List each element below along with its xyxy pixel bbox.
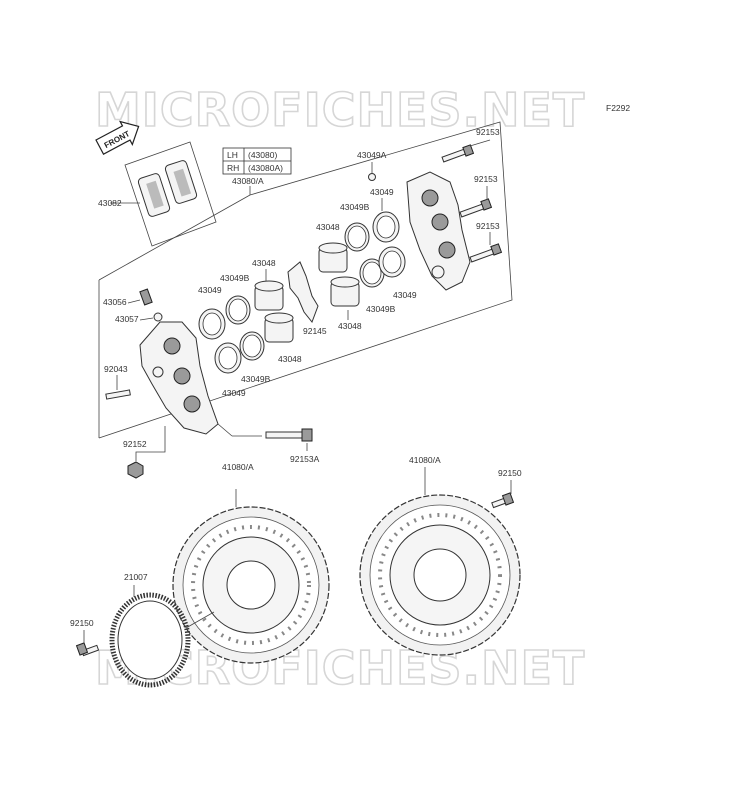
label-92150-left: 92150 (70, 618, 94, 628)
label-21007: 21007 (124, 572, 148, 582)
bolt-92153-a (441, 144, 475, 163)
label-41080A-right: 41080/A (409, 455, 441, 465)
caliper-assembly-outline (98, 121, 513, 439)
piston-43048-l2 (264, 312, 294, 343)
label-92152: 92152 (123, 439, 147, 449)
label-43049-r1: 43049 (370, 187, 394, 197)
label-43049-l2: 43049 (222, 388, 246, 398)
label-43049B-r2: 43049B (366, 304, 396, 314)
label-43049B-l1: 43049B (220, 273, 250, 283)
cap-43057 (153, 312, 163, 322)
legend-rh-side: RH (227, 163, 239, 173)
bolt-92153-c (469, 243, 503, 263)
brake-pads-43082 (137, 160, 198, 217)
left-caliper (139, 321, 219, 435)
nut-92152 (127, 461, 144, 479)
seal-43049A (368, 173, 376, 181)
bolt-92150-left (75, 642, 100, 657)
piston-43048-m (254, 280, 284, 311)
brake-disc-left (172, 506, 330, 664)
label-43080A: 43080/A (232, 176, 264, 186)
label-43049A: 43049A (357, 150, 387, 160)
brake-pad-box (124, 141, 217, 247)
label-92153-c: 92153 (476, 221, 500, 231)
piston-43048-r1 (318, 242, 348, 273)
bolt-92153-b (459, 198, 493, 218)
pad-spring-92145 (287, 261, 319, 323)
label-43056: 43056 (103, 297, 127, 307)
label-43049-l1: 43049 (198, 285, 222, 295)
label-43049B-r1: 43049B (340, 202, 370, 212)
label-43049B-l2: 43049B (241, 374, 271, 384)
legend-rh-part: (43080A) (248, 163, 283, 173)
label-43049-r2: 43049 (393, 290, 417, 300)
legend-lh-side: LH (227, 150, 238, 160)
abs-rotor-21007 (109, 592, 191, 688)
bolt-92150-right (491, 492, 515, 509)
watermark-top: MICROFICHES.NET (95, 83, 585, 137)
label-92145: 92145 (303, 326, 327, 336)
legend-lh-part: (43080) (248, 150, 277, 160)
bleeder-43056 (139, 288, 153, 306)
label-43048-r1: 43048 (316, 222, 340, 232)
label-43048-r2: 43048 (338, 321, 362, 331)
label-43057: 43057 (115, 314, 139, 324)
label-92153-b: 92153 (474, 174, 498, 184)
label-43082: 43082 (98, 198, 122, 208)
label-43048-l2: 43048 (278, 354, 302, 364)
pin-92043 (105, 389, 131, 400)
label-92150-right: 92150 (498, 468, 522, 478)
piston-43048-r2 (330, 276, 360, 307)
figure-code: F2292 (606, 103, 630, 113)
label-92153A: 92153A (290, 454, 320, 464)
label-41080A-left: 41080/A (222, 462, 254, 472)
label-92043: 92043 (104, 364, 128, 374)
label-92153-a: 92153 (476, 127, 500, 137)
side-legend-table: LH (43080) RH (43080A) (222, 147, 292, 175)
bolt-92153A (265, 428, 313, 442)
label-43048-m: 43048 (252, 258, 276, 268)
brake-disc-right (359, 494, 521, 656)
right-caliper (406, 171, 471, 291)
